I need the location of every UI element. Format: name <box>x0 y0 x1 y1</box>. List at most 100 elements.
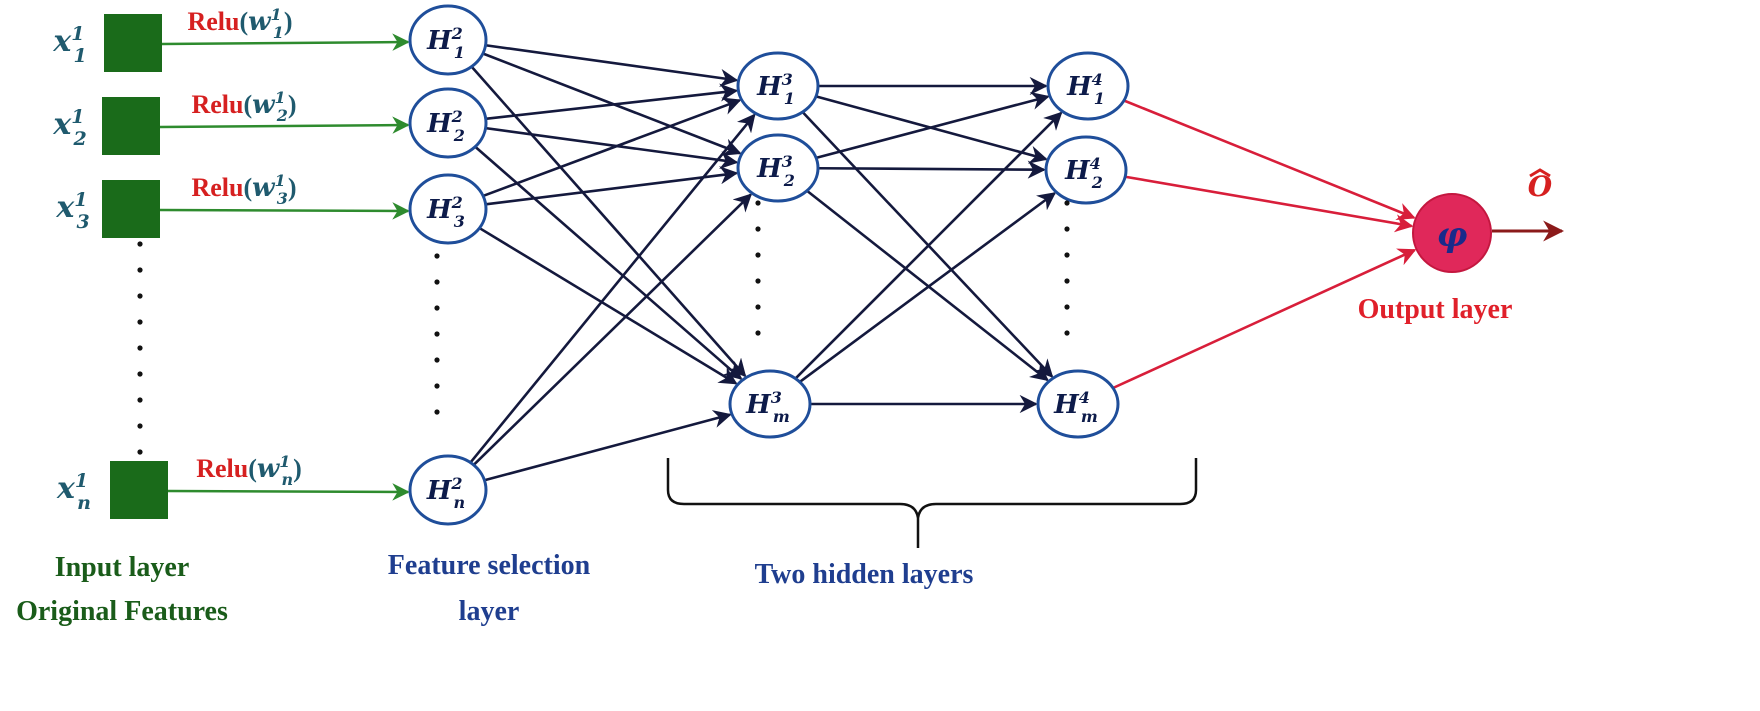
ellipsis-dot <box>137 449 143 455</box>
feature-node <box>408 173 488 245</box>
ellipsis-dot <box>1064 278 1070 284</box>
input-box <box>102 180 160 238</box>
relu-arrow <box>159 116 410 134</box>
ellipsis-dot <box>755 278 761 284</box>
connection-edge <box>485 126 739 170</box>
ellipsis-dot <box>755 252 761 258</box>
connection-edge <box>1124 175 1414 233</box>
connection-edge <box>815 91 1050 160</box>
connection-edge <box>469 113 756 464</box>
hidden-1-node <box>736 133 820 203</box>
connection-edge <box>798 192 1057 384</box>
ellipsis-dot <box>1064 304 1070 310</box>
connection-edge <box>1123 99 1416 220</box>
input-box <box>110 461 168 519</box>
hidden-layers-caption: Two hidden layers <box>755 559 974 590</box>
ellipsis-dot <box>755 226 761 232</box>
ellipsis-dot <box>137 423 143 429</box>
connection-edge <box>482 97 742 198</box>
output-connections <box>1112 99 1417 390</box>
input-layer-boxes <box>102 14 168 519</box>
original-features-caption: Original Features <box>16 596 228 627</box>
ellipsis-dot <box>137 267 143 273</box>
feature-node <box>408 4 488 76</box>
ellipsis-dot <box>434 383 440 389</box>
ellipsis-dot <box>137 319 143 325</box>
ellipsis-dot <box>434 357 440 363</box>
ellipsis-dot <box>1064 226 1070 232</box>
relu-arrow <box>167 483 410 501</box>
ellipsis-dot <box>434 409 440 415</box>
connection-edge <box>478 226 738 385</box>
hidden-1-node <box>728 369 812 439</box>
ellipsis-dot <box>434 305 440 311</box>
ellipsis-dot <box>137 371 143 377</box>
input-layer-caption: Input layer <box>55 552 190 583</box>
hidden-connections <box>469 43 1063 482</box>
hidden-2-node <box>1046 51 1130 121</box>
output-layer-caption: Output layer <box>1358 294 1513 325</box>
ellipsis-dot <box>434 279 440 285</box>
ellipsis-dot <box>434 331 440 337</box>
hidden-layers-brace <box>666 458 1198 548</box>
feature-selection-caption-line2: layer <box>459 596 520 627</box>
connection-edge <box>817 160 1046 179</box>
connection-edge <box>794 111 1063 380</box>
output-hat-mark <box>1529 168 1551 178</box>
connection-edge <box>485 43 739 87</box>
relu-connections <box>159 33 410 501</box>
connection-edge <box>472 193 753 466</box>
ellipsis-dot <box>1064 252 1070 258</box>
ellipsis-dot <box>1064 330 1070 336</box>
hidden-2-node <box>1036 369 1120 439</box>
connection-edge <box>806 189 1049 382</box>
connection-edge <box>485 166 739 206</box>
ellipsis-dots <box>137 200 1070 455</box>
ellipsis-dot <box>434 253 440 259</box>
connection-edge <box>801 111 1054 378</box>
ellipsis-dot <box>137 345 143 351</box>
connection-edge <box>1112 248 1417 390</box>
ellipsis-dot <box>1064 200 1070 206</box>
output-node-symbol: φ <box>1437 215 1468 255</box>
ellipsis-dot <box>755 330 761 336</box>
feature-node <box>408 87 488 159</box>
ellipsis-dot <box>137 293 143 299</box>
ellipsis-dot <box>137 241 143 247</box>
relu-arrow <box>161 33 410 51</box>
ellipsis-dot <box>755 304 761 310</box>
connection-edge <box>470 65 747 378</box>
connection-edge <box>474 145 743 380</box>
relu-arrow <box>159 202 410 220</box>
connection-edge <box>484 410 732 482</box>
hidden-2-node <box>1044 135 1128 205</box>
feature-node <box>408 454 488 526</box>
ellipsis-dot <box>137 397 143 403</box>
output-node <box>1412 193 1492 273</box>
input-box <box>102 97 160 155</box>
input-box <box>104 14 162 72</box>
hidden-1-node <box>736 51 820 121</box>
feature-selection-caption: Feature selection <box>388 550 591 581</box>
